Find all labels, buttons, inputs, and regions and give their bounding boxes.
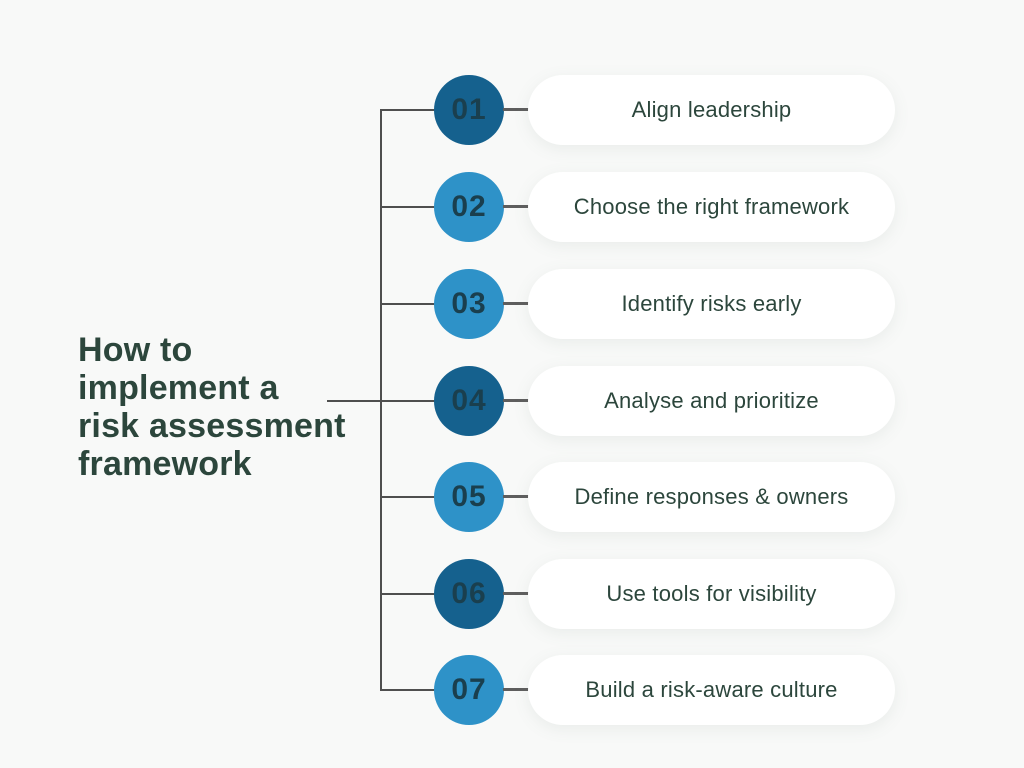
page-title: How to implement a risk assessment frame… [78, 331, 346, 483]
step-row-2: 02 Choose the right framework [0, 172, 1024, 242]
step-number: 07 [451, 673, 487, 706]
step-circle: 07 [434, 655, 504, 725]
step-row-3: 03 Identify risks early [0, 269, 1024, 339]
step-pill: Use tools for visibility [528, 559, 895, 629]
connector-line [503, 592, 529, 595]
connector-line [503, 688, 529, 691]
title-line-2: implement a [78, 369, 279, 407]
step-label: Analyse and prioritize [604, 388, 819, 413]
step-pill: Analyse and prioritize [528, 366, 895, 436]
step-number: 01 [451, 93, 487, 126]
step-number: 06 [451, 577, 487, 610]
step-pill: Align leadership [528, 75, 895, 145]
step-number: 05 [451, 480, 487, 513]
step-number: 02 [451, 190, 487, 223]
branch-line [380, 593, 438, 595]
step-number: 03 [451, 287, 487, 320]
title-line-4: framework [78, 445, 252, 483]
step-circle: 05 [434, 462, 504, 532]
branch-line [380, 206, 438, 208]
branch-line [380, 400, 438, 402]
step-circle: 02 [434, 172, 504, 242]
step-circle: 04 [434, 366, 504, 436]
step-row-1: 01 Align leadership [0, 75, 1024, 145]
branch-line [380, 303, 438, 305]
branch-line [380, 689, 438, 691]
connector-line [503, 205, 529, 208]
title-line-3: risk assessment [78, 407, 346, 445]
title-connector-line [327, 400, 381, 402]
step-row-4: 04 Analyse and prioritize [0, 366, 1024, 436]
step-pill: Build a risk-aware culture [528, 655, 895, 725]
step-circle: 03 [434, 269, 504, 339]
step-label: Identify risks early [621, 291, 802, 316]
step-row-5: 05 Define responses & owners [0, 462, 1024, 532]
connector-line [503, 302, 529, 305]
step-number: 04 [451, 384, 487, 417]
connector-line [503, 495, 529, 498]
step-pill: Choose the right framework [528, 172, 895, 242]
step-row-7: 07 Build a risk-aware culture [0, 655, 1024, 725]
branch-line [380, 109, 438, 111]
step-label: Define responses & owners [574, 484, 849, 509]
step-pill: Define responses & owners [528, 462, 895, 532]
step-label: Choose the right framework [573, 194, 850, 219]
branch-line [380, 496, 438, 498]
step-circle: 06 [434, 559, 504, 629]
connector-line [503, 108, 529, 111]
title-line-1: How to [78, 331, 193, 369]
step-pill: Identify risks early [528, 269, 895, 339]
step-label: Use tools for visibility [606, 581, 817, 606]
step-row-6: 06 Use tools for visibility [0, 559, 1024, 629]
step-label: Build a risk-aware culture [585, 677, 838, 702]
step-circle: 01 [434, 75, 504, 145]
step-label: Align leadership [631, 97, 792, 122]
connector-line [503, 399, 529, 402]
